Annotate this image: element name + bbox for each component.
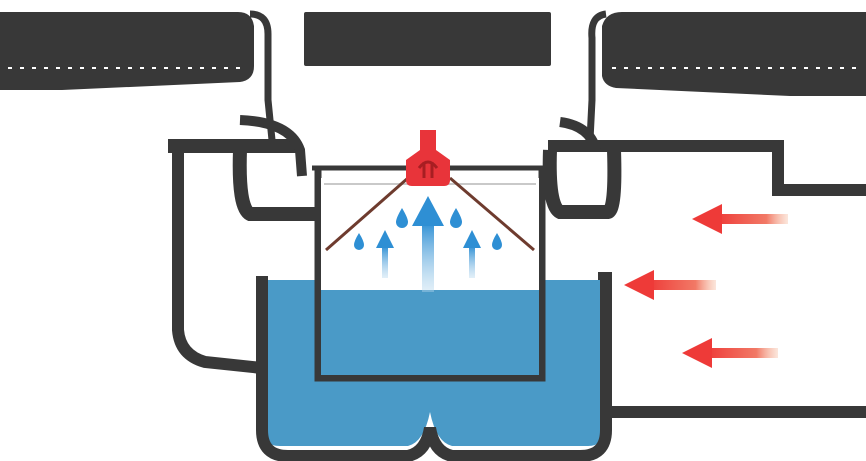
water-drop-icon bbox=[450, 208, 462, 228]
top-right-shelf bbox=[586, 10, 866, 141]
arrow-up-icon bbox=[412, 196, 444, 292]
arrow-left-icon bbox=[682, 338, 778, 368]
left-duct bbox=[168, 115, 318, 374]
arrow-up-icon bbox=[376, 230, 394, 278]
spray-nozzle-icon bbox=[406, 130, 450, 186]
arrow-left-icon bbox=[692, 204, 788, 234]
water-drop-icon bbox=[354, 233, 364, 250]
water-drops bbox=[354, 208, 502, 250]
arrow-left-icon bbox=[624, 270, 716, 300]
spray-cone bbox=[325, 176, 535, 252]
top-center-bar bbox=[304, 12, 551, 66]
arrow-up-icon bbox=[463, 230, 481, 278]
updraft-arrows bbox=[376, 196, 481, 292]
top-left-shelf bbox=[0, 10, 276, 141]
chamber-water bbox=[321, 290, 539, 375]
right-duct bbox=[542, 117, 866, 219]
airflow-arrows bbox=[624, 204, 788, 368]
water-drop-icon bbox=[492, 233, 502, 250]
water-drop-icon bbox=[396, 208, 408, 228]
